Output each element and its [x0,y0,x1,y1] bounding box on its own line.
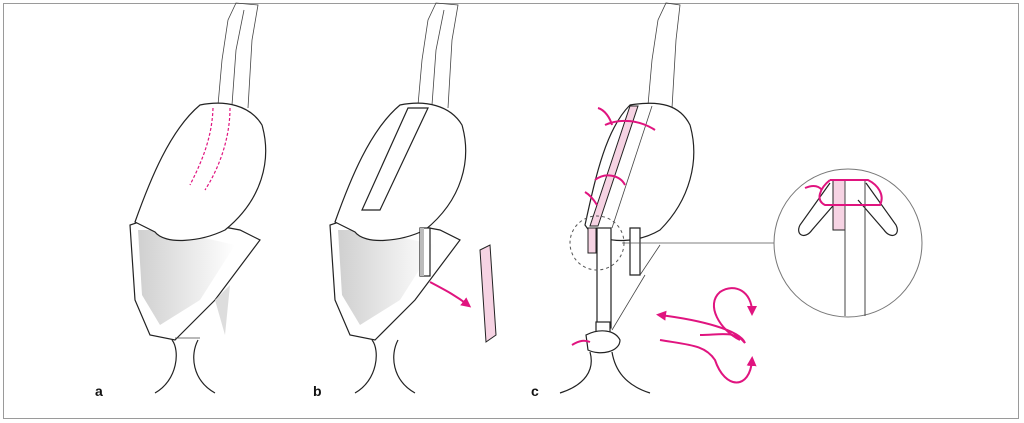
panel-label-a: a [95,383,103,399]
panel-b-tooth [329,2,497,394]
insert-arrow [429,281,472,308]
ligature-upper [604,119,656,131]
prepared-groove [361,107,429,211]
panel-c-tooth [559,2,757,394]
panel-a-tooth [129,2,267,394]
splint-in-groove [589,105,639,227]
figure-frame [3,3,1019,419]
magnified-detail [622,168,923,318]
upper-tooth-a [134,102,267,242]
panel-label-c: c [531,383,539,399]
ligature-path-arrow [656,310,746,344]
splint-bar [479,244,497,343]
magnifier-circle [773,168,923,318]
panel-label-b: b [313,383,322,399]
